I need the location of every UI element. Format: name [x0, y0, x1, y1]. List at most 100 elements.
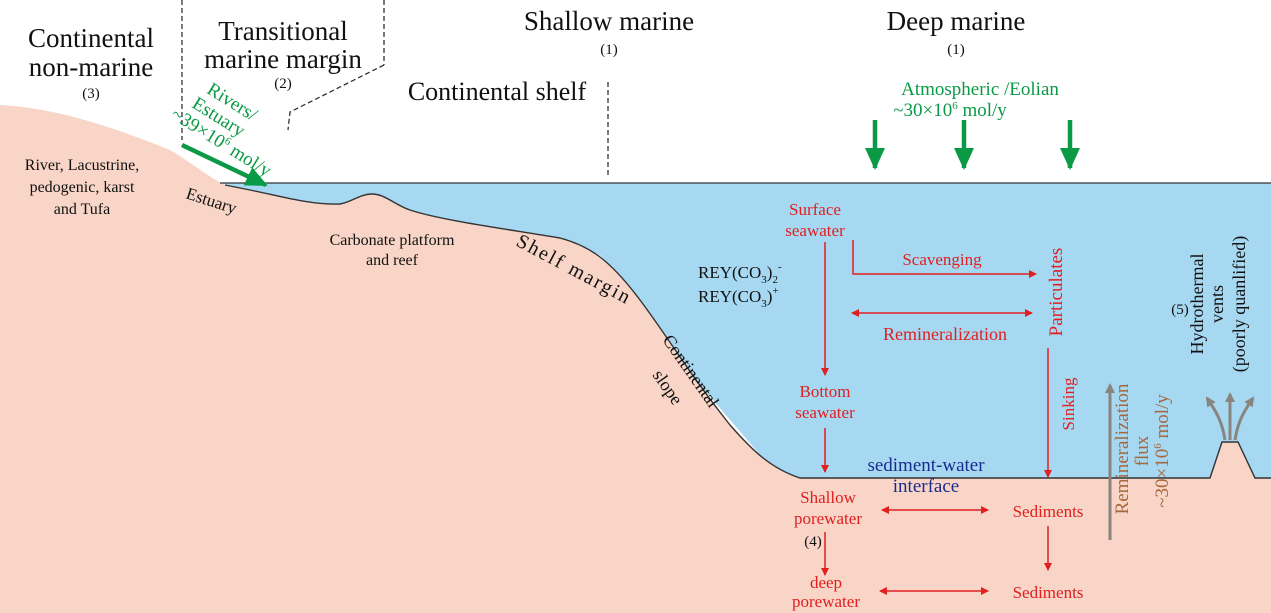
zone-shallow-title: Shallow marine [524, 6, 694, 36]
sinking-label: Sinking [1059, 377, 1078, 430]
shallow-pw-line2: porewater [794, 509, 862, 528]
hydrothermal-line2: vents [1207, 285, 1227, 323]
svg-text:Shallow marine: Shallow marine [524, 6, 694, 36]
shallow-porewater-label: Shallow porewater [794, 488, 862, 528]
zone-continental: Continental non-marine (3) [28, 23, 154, 102]
remin-flux-unit: mol/y [1152, 394, 1173, 444]
remin-flux-exp: 6 [1152, 443, 1164, 449]
carbonate-platform-label: Carbonate platform and reef [330, 232, 455, 269]
rivers-flux-exp: 6 [222, 135, 233, 148]
remineralization-flux-label: Remineralization flux ~30×106 mol/y [1112, 383, 1173, 514]
svg-text:(1): (1) [947, 42, 965, 58]
svg-text:Deep marine: Deep marine [887, 6, 1026, 36]
label-5: (5) [1171, 302, 1189, 318]
svg-text:porewater: porewater [794, 509, 862, 528]
rivers-arrow [181, 142, 268, 188]
svg-text:and Tufa: and Tufa [54, 201, 110, 218]
svg-text:Surface: Surface [789, 200, 841, 219]
interface-line1: sediment-water [867, 455, 985, 476]
svg-text:Transitional: Transitional [218, 16, 348, 46]
svg-text:non-marine: non-marine [29, 52, 153, 82]
svg-text:(poorly quanlified): (poorly quanlified) [1229, 236, 1250, 372]
atmospheric-arrows [865, 120, 1080, 170]
zone-boundaries [181, 0, 609, 178]
svg-text:interface: interface [893, 476, 959, 497]
rey1-pre: REY(CO [698, 263, 761, 282]
rey2-pre: REY(CO [698, 287, 761, 306]
river-line2: pedogenic, karst [30, 179, 135, 196]
deep-pw-line1: deep [810, 573, 842, 592]
zone-transitional-line1: Transitional [218, 16, 348, 46]
svg-text:Shallow: Shallow [800, 488, 856, 507]
zone-deep-title: Deep marine [887, 6, 1026, 36]
zone-shallow-num: (1) [600, 42, 618, 58]
bottom-line2: seawater [795, 403, 855, 422]
hydrothermal-label: Hydrothermal vents (poorly quanlified) [1187, 236, 1250, 372]
rey-carbonate-2: REY(CO3)+ [698, 285, 779, 310]
rey2-sup: + [772, 285, 778, 297]
sediments-deep-label: Sediments [1013, 583, 1084, 602]
sediment-water-interface-label: sediment-water interface [867, 455, 985, 497]
shallow-pw-line1: Shallow [800, 488, 856, 507]
seafloor-outline [224, 184, 1271, 479]
bottom-seawater-label: Bottom seawater [795, 382, 855, 422]
scavenging-label: Scavenging [902, 250, 982, 269]
zone-continental-line1: Continental [28, 23, 154, 53]
rey2-sub: 3 [761, 298, 767, 310]
rey-carbonate-1: REY(CO3)2- [698, 261, 782, 286]
river-lacustrine-label: River, Lacustrine, pedogenic, karst and … [25, 157, 139, 218]
atmospheric-flux-unit: mol/y [958, 100, 1008, 121]
svg-text:Hydrothermal: Hydrothermal [1187, 254, 1207, 355]
land-mass [0, 105, 1271, 613]
zone-transitional-line2: marine margin [204, 44, 362, 74]
svg-text:(3): (3) [82, 86, 100, 102]
zone-shallow: Shallow marine (1) [524, 6, 694, 58]
rey1-sub: 3 [761, 274, 767, 286]
continental-shelf-label: Continental shelf [408, 77, 587, 106]
zone-transitional-num: (2) [274, 76, 292, 92]
atmospheric-flux-exp: 6 [952, 100, 958, 112]
sediments-shallow-label: Sediments [1013, 502, 1084, 521]
surface-line1: Surface [789, 200, 841, 219]
particulates-label: Particulates [1046, 248, 1067, 337]
hydrothermal-line3: (poorly quanlified) [1229, 236, 1250, 372]
svg-text:(2): (2) [274, 76, 292, 92]
river-line3: and Tufa [54, 201, 110, 218]
hydrothermal-line1: Hydrothermal [1187, 254, 1207, 355]
remin-flux-line1: Remineralization [1112, 383, 1133, 514]
svg-text:and reef: and reef [366, 252, 419, 269]
svg-text:flux: flux [1132, 435, 1153, 466]
zone-continental-num: (3) [82, 86, 100, 102]
svg-text:~30×106 mol/y: ~30×106 mol/y [1152, 394, 1173, 508]
remin-flux-value: ~30×10 [1152, 449, 1173, 508]
svg-text:seawater: seawater [785, 221, 845, 240]
svg-text:Carbonate platform: Carbonate platform [330, 232, 455, 249]
remin-flux-line2: flux [1132, 435, 1153, 466]
remineralization-label: Remineralization [883, 324, 1007, 344]
bottom-line1: Bottom [799, 382, 850, 401]
atmospheric-line1: Atmospheric /Eolian [901, 79, 1059, 100]
svg-text:Atmospheric /Eolian: Atmospheric /Eolian [901, 79, 1059, 100]
svg-text:marine margin: marine margin [204, 44, 362, 74]
rey1-sub2: 2 [772, 274, 778, 286]
surface-seawater-label: Surface seawater [785, 200, 845, 240]
surface-line2: seawater [785, 221, 845, 240]
label-4: (4) [804, 534, 822, 550]
svg-text:River, Lacustrine,: River, Lacustrine, [25, 157, 139, 174]
rey1-sup: - [778, 261, 782, 273]
deep-porewater-label: deep porewater [792, 573, 860, 611]
rey1-mid: ) [767, 263, 773, 282]
process-arrows [821, 240, 1052, 595]
svg-text:pedogenic, karst: pedogenic, karst [30, 179, 135, 196]
svg-text:(1): (1) [600, 42, 618, 58]
river-line1: River, Lacustrine, [25, 157, 139, 174]
svg-text:Bottom: Bottom [799, 382, 850, 401]
svg-text:Remineralization: Remineralization [1112, 383, 1133, 514]
deep-pw-line2: porewater [792, 592, 860, 611]
hydrothermal-vent-arrows [1205, 392, 1255, 441]
svg-text:sediment-water: sediment-water [867, 455, 985, 476]
zone-deep: Deep marine (1) [887, 6, 1026, 58]
zone-transitional: Transitional marine margin (2) [204, 16, 362, 92]
